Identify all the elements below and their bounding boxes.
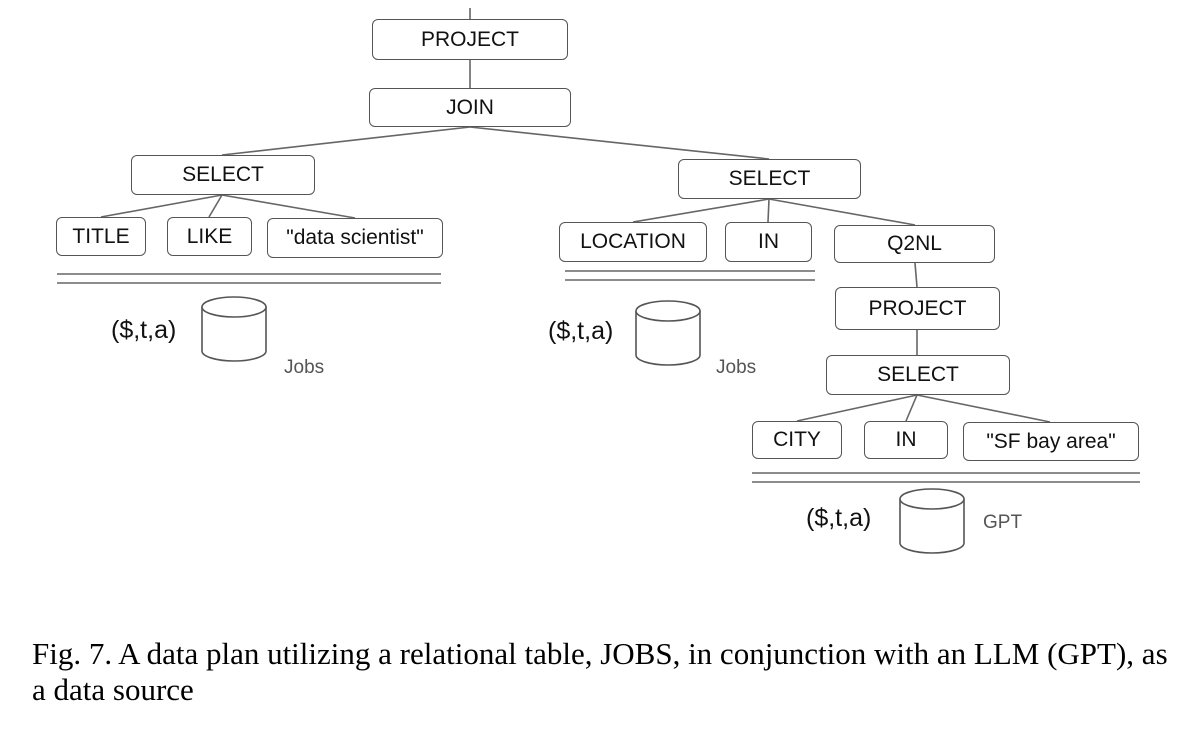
edge-inner-select-sf: [916, 394, 1051, 423]
edge-left-select-like: [208, 194, 223, 218]
edge-right-select-in: [767, 198, 770, 223]
node-sf-bay-area: "SF bay area": [963, 422, 1139, 461]
edge-join-left-select: [221, 126, 471, 156]
node-in-inner: IN: [864, 421, 948, 459]
node-data-scientist: "data scientist": [267, 218, 443, 258]
edge-q2nl-project: [914, 262, 918, 288]
source-tuple-gpt: ($,t,a): [806, 504, 872, 532]
source-tuple-jobs-left: ($,t,a): [111, 316, 177, 344]
database-cylinder-icon: [899, 488, 965, 554]
edge-join-right-select: [469, 126, 770, 160]
node-q2nl: Q2NL: [834, 225, 995, 263]
node-location: LOCATION: [559, 222, 707, 262]
edge-inner-select-city: [796, 394, 918, 422]
node-join: JOIN: [369, 88, 571, 127]
node-like: LIKE: [167, 217, 252, 256]
node-right-select: SELECT: [678, 159, 861, 199]
source-tuple-jobs-middle: ($,t,a): [548, 317, 614, 345]
edge-right-select-location: [632, 198, 770, 223]
node-root-project: PROJECT: [372, 19, 568, 60]
node-title: TITLE: [56, 217, 146, 256]
node-city: CITY: [752, 421, 842, 459]
node-left-select: SELECT: [131, 155, 315, 195]
source-label-gpt: GPT: [983, 512, 1023, 533]
node-inner-select: SELECT: [826, 355, 1010, 395]
database-cylinder-icon: [201, 296, 267, 362]
source-label-jobs-left: Jobs: [284, 357, 325, 378]
edge-left-select-title: [100, 194, 223, 218]
edge-left-select-data-scientist: [221, 194, 356, 219]
source-label-jobs-middle: Jobs: [716, 357, 757, 378]
node-in-right: IN: [725, 222, 812, 262]
figure-caption: Fig. 7. A data plan utilizing a relation…: [32, 636, 1168, 707]
node-inner-project: PROJECT: [835, 287, 1000, 330]
edge-right-select-q2nl: [768, 198, 916, 226]
database-cylinder-icon: [635, 300, 701, 366]
edge-inner-select-in: [905, 394, 918, 422]
